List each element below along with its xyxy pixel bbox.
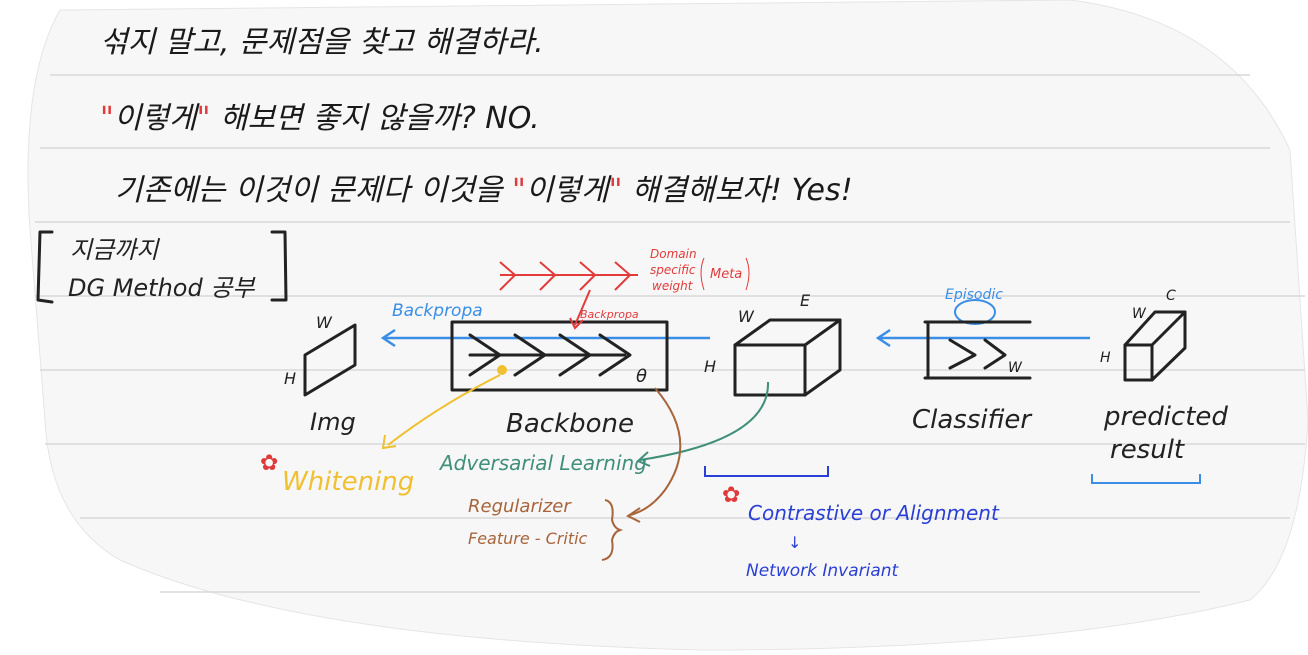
- episodic-label: Episodic: [945, 287, 1003, 303]
- backpropa-blue-label: Backpropa: [392, 301, 483, 321]
- flower-icon-2: ✿: [722, 483, 740, 508]
- backbone-box: θ Backbone: [450, 320, 669, 439]
- feature-h: H: [704, 357, 716, 376]
- svg-text:weight: weight: [652, 279, 694, 293]
- classifier-label: Classifier: [912, 405, 1033, 435]
- network-invariant-label: Network Invariant: [746, 561, 900, 581]
- note-line-2: "이렇게" 해보면 좋지 않을까? NO.: [100, 101, 540, 136]
- svg-text:specific: specific: [650, 263, 696, 277]
- regularizer-annotation: Regularizer Feature - Critic: [468, 387, 682, 561]
- flower-icon: ✿: [260, 451, 278, 476]
- feature-cube: W E H: [704, 291, 842, 477]
- adversarial-annotation: Adversarial Learning: [438, 381, 770, 475]
- bracket-line-2: DG Method 공부: [68, 274, 256, 302]
- bracket-note: 지금까지 DG Method 공부: [36, 230, 288, 304]
- img-w-label: W: [316, 313, 333, 332]
- classifier-box: W Classifier: [912, 320, 1033, 435]
- img-h-label: H: [284, 369, 296, 388]
- note-line-1: 섞지 말고, 문제점을 찾고 해결하라.: [100, 25, 544, 60]
- feature-e: E: [800, 291, 811, 310]
- img-plane: W H Img: [284, 313, 357, 436]
- img-label: Img: [310, 408, 356, 436]
- feature-critic-label: Feature - Critic: [468, 529, 588, 548]
- classifier-sub: W: [1008, 360, 1023, 376]
- domain-weight-arrows: [499, 261, 638, 330]
- result-w: W: [1132, 306, 1147, 322]
- note-line-3-quote: 이렇게: [526, 173, 612, 208]
- adversarial-label: Adversarial Learning: [438, 451, 647, 475]
- feature-w: W: [738, 307, 755, 326]
- backpropa-arrow: Backpropa: [380, 301, 710, 348]
- classifier-backprop-arrow: Episodic: [875, 287, 1090, 348]
- ruled-lines: [35, 74, 1305, 593]
- contrastive-annotation: ✿ Contrastive or Alignment ↓ Network Inv…: [722, 483, 1000, 581]
- domain-weight-text: Domain specific weight Meta Backpropa: [580, 247, 750, 321]
- contrastive-label: Contrastive or Alignment: [748, 501, 1000, 525]
- svg-text:Domain: Domain: [650, 247, 697, 261]
- backbone-label: Backbone: [506, 409, 634, 439]
- result-cube: W C H predicted result: [1091, 288, 1228, 484]
- bracket-line-1: 지금까지: [70, 236, 160, 264]
- note-line-2-rest: 해보면 좋지 않을까? NO.: [210, 101, 539, 136]
- note-line-3-b: 해결해보자! Yes!: [622, 173, 852, 208]
- whitening-annotation: Whitening ✿: [260, 374, 501, 497]
- result-label-1: predicted: [1103, 402, 1228, 432]
- regularizer-label: Regularizer: [468, 496, 572, 517]
- backbone-theta: θ: [636, 366, 647, 387]
- down-arrow-icon: ↓: [788, 533, 801, 552]
- note-line-3-a: 기존에는 이것이 문제다 이것을: [115, 173, 512, 208]
- whitening-label: Whitening: [282, 467, 414, 497]
- note-line-3: 기존에는 이것이 문제다 이것을 "이렇게" 해결해보자! Yes!: [115, 173, 853, 208]
- meta-label: Meta: [710, 267, 742, 282]
- result-label-2: result: [1110, 435, 1185, 465]
- backpropa-red-label: Backpropa: [580, 308, 639, 321]
- result-c: C: [1166, 288, 1176, 304]
- result-h: H: [1100, 350, 1111, 366]
- note-line-2-quote: 이렇게: [114, 101, 200, 136]
